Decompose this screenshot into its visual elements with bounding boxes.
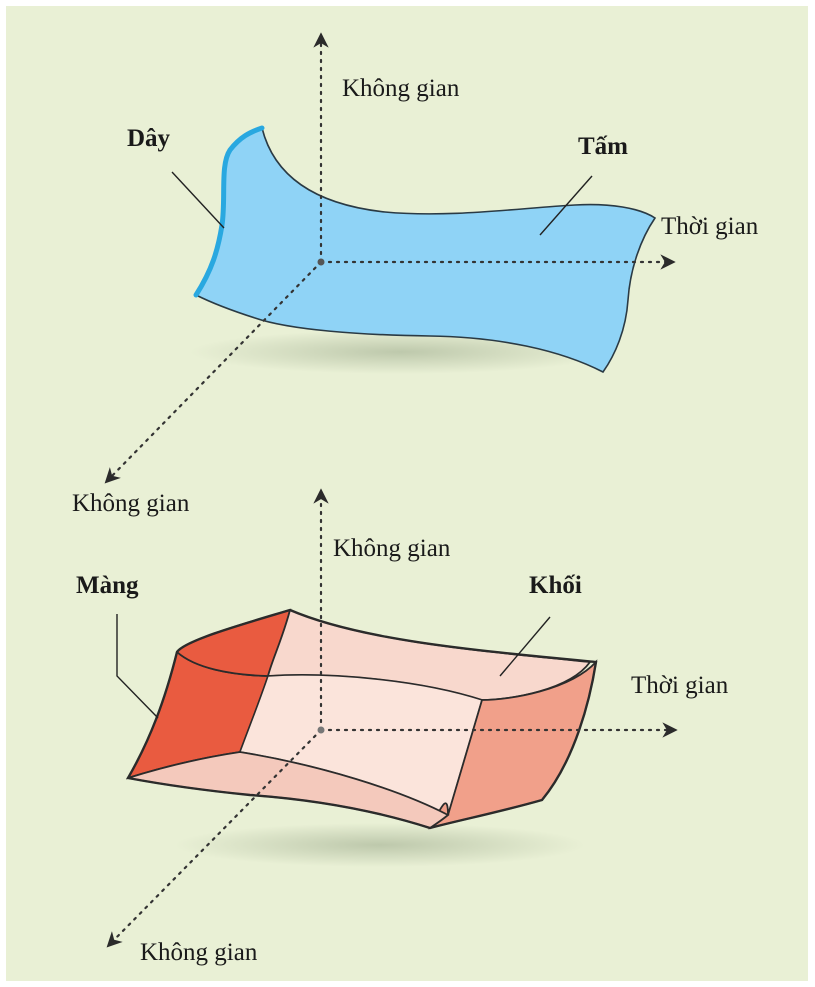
bottom-diagram: [112, 496, 670, 942]
bottom-origin: [318, 727, 325, 734]
membrane-label: Màng: [76, 573, 139, 598]
top-axis-up-label: Không gian: [342, 76, 459, 101]
bottom-axis-up-label: Không gian: [333, 536, 450, 561]
block-label: Khối: [529, 573, 582, 598]
bottom-axis-down-left-label: Không gian: [140, 940, 257, 965]
top-origin: [318, 259, 325, 266]
membrane-leader: [117, 614, 158, 718]
string-leader: [172, 172, 224, 228]
string-label: Dây: [127, 126, 170, 151]
top-diagram: [110, 40, 668, 478]
top-axis-right-label: Thời gian: [661, 214, 758, 239]
sheet-label: Tấm: [578, 134, 628, 159]
top-axis-down-left-label: Không gian: [72, 491, 189, 516]
block-shadow: [175, 823, 585, 867]
bottom-axis-right-label: Thời gian: [631, 673, 728, 698]
